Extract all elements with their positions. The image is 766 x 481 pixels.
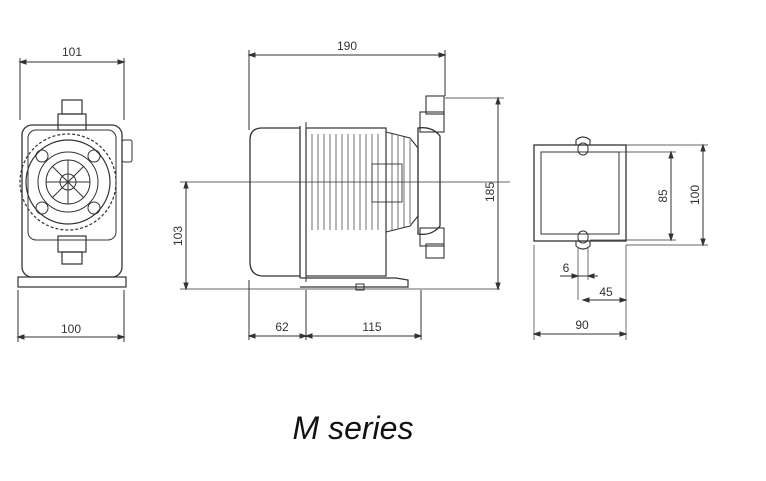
side-view: 190 [171,39,510,340]
front-view: 101 100 [16,45,133,342]
axis-height-label: 103 [171,226,185,246]
plate-inner-height-label: 85 [656,189,670,203]
base-length-label: 115 [362,320,381,334]
front-base-width-label: 100 [61,322,81,336]
plate-outer-height-label: 100 [688,185,702,205]
side-length-label: 190 [337,39,357,53]
base-plate-view: 85 100 6 45 90 [532,136,708,340]
slot-offset-label: 45 [599,285,613,299]
front-width-label: 101 [62,45,82,59]
series-caption: M series [292,410,414,446]
slot-width-label: 6 [563,261,570,275]
plate-width-label: 90 [575,318,589,332]
front-offset-label: 62 [275,320,289,334]
side-height-label: 185 [483,182,497,202]
